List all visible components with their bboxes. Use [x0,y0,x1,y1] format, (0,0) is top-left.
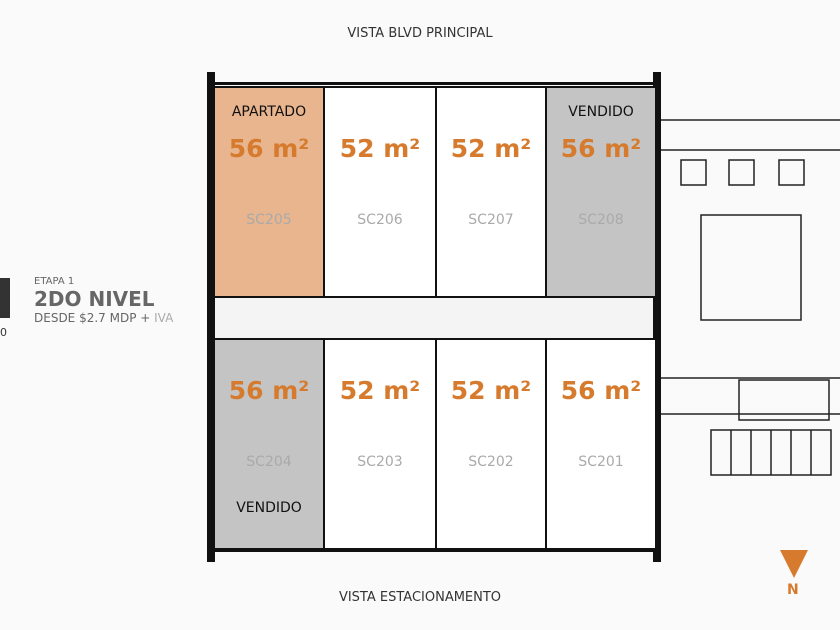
north-label: N [787,582,799,598]
unit-code: SC204 [246,454,292,470]
level-title: 2DO NIVEL [34,287,155,311]
unit-code: SC206 [357,212,403,228]
unit-sc203[interactable]: 52 m² SC203 [323,338,437,550]
unit-area: 52 m² [450,134,532,163]
logo-fragment [0,278,10,318]
tax-label: IVA [154,311,174,325]
amenities-plan [661,119,840,476]
unit-area: 56 m² [228,134,310,163]
unit-area: 52 m² [450,376,532,405]
unit-area: 52 m² [339,376,421,405]
unit-sc206[interactable]: 52 m² SC206 [323,86,437,298]
unit-status: APARTADO [231,104,307,120]
unit-status: VENDIDO [236,500,302,516]
unit-code: SC202 [468,454,514,470]
unit-sc202[interactable]: 52 m² SC202 [435,338,547,550]
wall-right [653,72,661,562]
wall-left [207,72,215,562]
unit-sc207[interactable]: 52 m² SC207 [435,86,547,298]
wall-bottom [207,549,661,552]
stage-label: ETAPA 1 [34,276,75,287]
unit-code: SC207 [468,212,514,228]
unit-status: VENDIDO [568,104,634,120]
unit-sc208[interactable]: VENDIDO 56 m² SC208 [545,86,657,298]
unit-code: SC203 [357,454,403,470]
view-label-top: VISTA BLVD PRINCIPAL [347,26,493,41]
unit-sc201[interactable]: 56 m² SC201 [545,338,657,550]
view-label-bottom: VISTA ESTACIONAMENTO [338,590,502,605]
unit-sc204[interactable]: VENDIDO 56 m² SC204 [213,338,325,550]
unit-area: 56 m² [560,134,642,163]
unit-area: 52 m² [339,134,421,163]
corridor [215,298,653,338]
unit-code: SC201 [578,454,624,470]
unit-sc205[interactable]: APARTADO 56 m² SC205 [213,86,325,298]
level-info: ETAPA 1 2DO NIVEL DESDE $2.7 MDP + IVA [34,276,173,325]
unit-code: SC208 [578,212,624,228]
unit-code: SC205 [246,212,292,228]
unit-area: 56 m² [228,376,310,405]
logo-text: 0 [0,326,7,339]
price-label: DESDE $2.7 MDP + [34,311,151,325]
wall-top [207,82,661,85]
unit-area: 56 m² [560,376,642,405]
north-arrow-icon [780,550,808,578]
